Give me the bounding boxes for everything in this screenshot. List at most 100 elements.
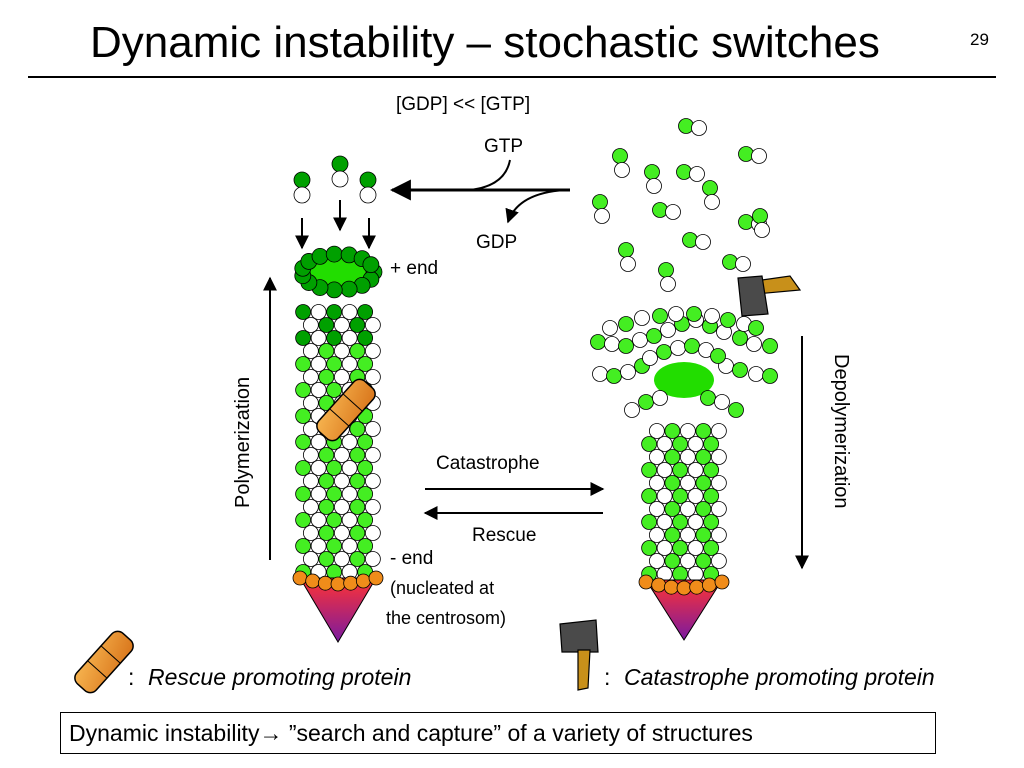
tubulin-subunit bbox=[710, 501, 727, 517]
tubulin-subunit bbox=[349, 473, 366, 489]
tubulin-subunit bbox=[333, 369, 350, 385]
centrosome-subunit bbox=[330, 576, 346, 592]
free-dimer-subunit bbox=[738, 214, 754, 230]
tubulin-subunit bbox=[302, 447, 319, 463]
free-dimer-subunit bbox=[614, 162, 630, 178]
tubulin-subunit bbox=[310, 382, 327, 398]
free-dimer-subunit bbox=[646, 178, 662, 194]
tubulin-subunit bbox=[302, 525, 319, 541]
tubulin-subunit bbox=[333, 525, 350, 541]
incoming-gtp-subunit bbox=[359, 186, 377, 204]
rescue-protein-bandage-icon bbox=[316, 378, 376, 442]
tubulin-subunit bbox=[326, 538, 343, 554]
peeling-protofilaments bbox=[590, 306, 778, 418]
tubulin-subunit bbox=[679, 423, 696, 439]
tubulin-subunit bbox=[710, 553, 727, 569]
tubulin-subunit bbox=[349, 421, 366, 437]
free-dimer-subunit bbox=[722, 254, 738, 270]
tubulin-subunit bbox=[357, 486, 374, 502]
tubulin-subunit bbox=[656, 462, 673, 478]
tubulin-subunit bbox=[318, 551, 335, 567]
tubulin-subunit bbox=[310, 486, 327, 502]
tubulin-subunit bbox=[295, 382, 312, 398]
tubulin-subunit bbox=[310, 304, 327, 320]
free-dimer-subunit bbox=[689, 166, 705, 182]
free-dimer-subunit bbox=[682, 232, 698, 248]
tubulin-subunit bbox=[333, 447, 350, 463]
title-divider bbox=[28, 76, 996, 78]
tubulin-subunit bbox=[670, 340, 686, 356]
free-dimer-subunit bbox=[620, 256, 636, 272]
tubulin-subunit bbox=[641, 436, 658, 452]
tubulin-subunit bbox=[648, 423, 665, 439]
tubulin-subunit bbox=[695, 501, 712, 517]
tubulin-subunit bbox=[341, 304, 358, 320]
tubulin-subunit bbox=[295, 330, 312, 346]
tubulin-subunit bbox=[310, 330, 327, 346]
free-dimer-subunit bbox=[676, 164, 692, 180]
tubulin-subunit bbox=[295, 304, 312, 320]
tubulin-subunit bbox=[326, 304, 343, 320]
tubulin-subunit bbox=[602, 320, 618, 336]
incoming-gtp-subunit bbox=[331, 155, 349, 173]
tubulin-subunit bbox=[326, 460, 343, 476]
tubulin-subunit bbox=[295, 486, 312, 502]
tubulin-subunit bbox=[620, 364, 636, 380]
rescue-label: Rescue bbox=[472, 525, 537, 546]
tubulin-subunit bbox=[703, 488, 720, 504]
tubulin-subunit bbox=[748, 320, 764, 336]
tubulin-subunit bbox=[333, 343, 350, 359]
nucleated-label-line1: (nucleated at bbox=[390, 578, 495, 598]
free-dimer-subunit bbox=[594, 208, 610, 224]
tubulin-subunit bbox=[710, 423, 727, 439]
tubulin-subunit bbox=[618, 338, 634, 354]
tubulin-subunit bbox=[703, 462, 720, 478]
tubulin-subunit bbox=[672, 488, 689, 504]
tubulin-subunit bbox=[695, 553, 712, 569]
centrosome-subunit bbox=[663, 579, 679, 595]
tubulin-subunit bbox=[326, 356, 343, 372]
centrosome-subunit bbox=[651, 577, 667, 593]
tubulin-subunit bbox=[295, 538, 312, 554]
minus-end-label: - end bbox=[390, 548, 434, 569]
tubulin-subunit bbox=[748, 366, 764, 382]
tubulin-subunit bbox=[606, 368, 622, 384]
tubulin-subunit bbox=[695, 527, 712, 543]
incoming-gtp-dimers bbox=[293, 155, 377, 204]
tubulin-subunit bbox=[679, 449, 696, 465]
tubulin-subunit bbox=[679, 501, 696, 517]
tubulin-subunit bbox=[364, 499, 381, 515]
tubulin-subunit bbox=[295, 356, 312, 372]
free-dimer-subunit bbox=[660, 276, 676, 292]
tubulin-subunit bbox=[302, 421, 319, 437]
tubulin-subunit bbox=[695, 423, 712, 439]
minus-end-lumen bbox=[654, 362, 714, 398]
gdp-label: GDP bbox=[476, 232, 518, 253]
tubulin-subunit bbox=[318, 343, 335, 359]
legend-bandage-icon bbox=[74, 630, 134, 694]
tubulin-subunit bbox=[349, 317, 366, 333]
tubulin-subunit bbox=[648, 527, 665, 543]
tubulin-subunit bbox=[703, 540, 720, 556]
centrosome-subunit bbox=[355, 573, 371, 589]
free-dimer-subunit bbox=[658, 262, 674, 278]
tubulin-subunit bbox=[641, 514, 658, 530]
tubulin-subunit bbox=[704, 308, 720, 324]
tubulin-subunit bbox=[687, 462, 704, 478]
free-dimer-subunit bbox=[752, 208, 768, 224]
left-centrosome bbox=[292, 570, 384, 643]
tubulin-subunit bbox=[357, 330, 374, 346]
catastrophe-label: Catastrophe bbox=[436, 453, 540, 474]
free-dimer-subunit bbox=[618, 242, 634, 258]
tubulin-subunit bbox=[648, 553, 665, 569]
tubulin-subunit bbox=[333, 499, 350, 515]
catastrophe-protein-axe-icon bbox=[737, 275, 802, 317]
gtp-label: GTP bbox=[484, 136, 524, 157]
tubulin-subunit bbox=[295, 408, 312, 424]
tubulin-subunit bbox=[364, 447, 381, 463]
tubulin-subunit bbox=[672, 514, 689, 530]
summary-text-end: ”search and capture” of a variety of str… bbox=[282, 720, 753, 746]
tubulin-subunit bbox=[310, 512, 327, 528]
tubulin-subunit bbox=[679, 527, 696, 543]
free-dimer-subunit bbox=[691, 120, 707, 136]
